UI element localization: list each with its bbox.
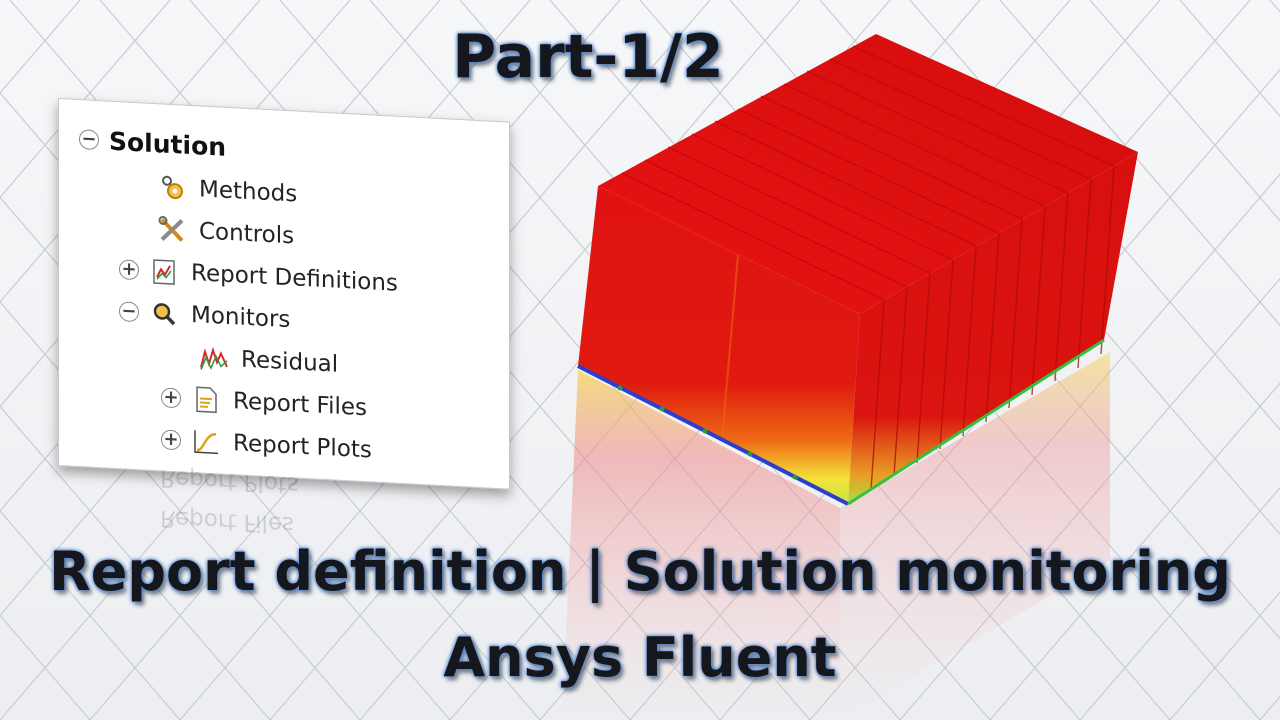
main-title-line-2: Ansys Fluent: [443, 626, 837, 689]
reflection-report-plots: Report Plots: [160, 464, 299, 498]
tree-row-monitors[interactable]: − Monitors: [119, 292, 290, 339]
tree-label-residual: Residual: [241, 346, 339, 378]
tree-panel-reflection: Report Files Report Plots: [150, 454, 450, 550]
part-title: Part-1/2: [452, 22, 724, 92]
main-title-line-1: Report definition | Solution monitoring: [49, 540, 1231, 603]
tree-row-report-definitions[interactable]: + Report Definitions: [119, 250, 398, 303]
collapse-icon[interactable]: −: [119, 300, 139, 323]
box-top-face: [598, 34, 1138, 314]
tree-row-solution[interactable]: − Solution: [79, 120, 226, 166]
expand-icon[interactable]: +: [161, 387, 181, 409]
tree-row-report-plots[interactable]: + Report Plots: [161, 420, 372, 469]
report-files-icon: [191, 384, 221, 416]
reflection-report-files: Report Files: [160, 504, 295, 538]
tree-label-report-plots: Report Plots: [233, 430, 372, 464]
controls-icon: [157, 214, 187, 246]
box-front-face: [578, 186, 860, 504]
tree-label-monitors: Monitors: [191, 301, 291, 334]
solution-tree-panel: − Solution Methods Controls + Report Def…: [58, 98, 510, 490]
tree-label-methods: Methods: [199, 176, 298, 208]
tree-label-solution: Solution: [109, 126, 227, 162]
tree-label-controls: Controls: [199, 218, 295, 250]
report-plots-icon: [191, 426, 221, 458]
box-reflection: [562, 370, 840, 720]
tree-row-controls[interactable]: Controls: [157, 210, 294, 255]
residual-icon: [199, 342, 229, 374]
tree-label-report-files: Report Files: [233, 388, 368, 422]
tree-row-residual[interactable]: Residual: [199, 338, 338, 383]
tree-row-methods[interactable]: Methods: [157, 168, 297, 213]
box-bottom-edge: [577, 364, 849, 506]
monitors-icon: [149, 298, 179, 330]
methods-icon: [157, 172, 187, 204]
report-definitions-icon: [149, 256, 179, 288]
tree-row-report-files[interactable]: + Report Files: [161, 378, 367, 427]
expand-icon[interactable]: +: [161, 429, 181, 451]
expand-icon[interactable]: +: [119, 258, 139, 281]
collapse-icon[interactable]: −: [79, 128, 99, 151]
tree-label-report-definitions: Report Definitions: [191, 259, 398, 297]
